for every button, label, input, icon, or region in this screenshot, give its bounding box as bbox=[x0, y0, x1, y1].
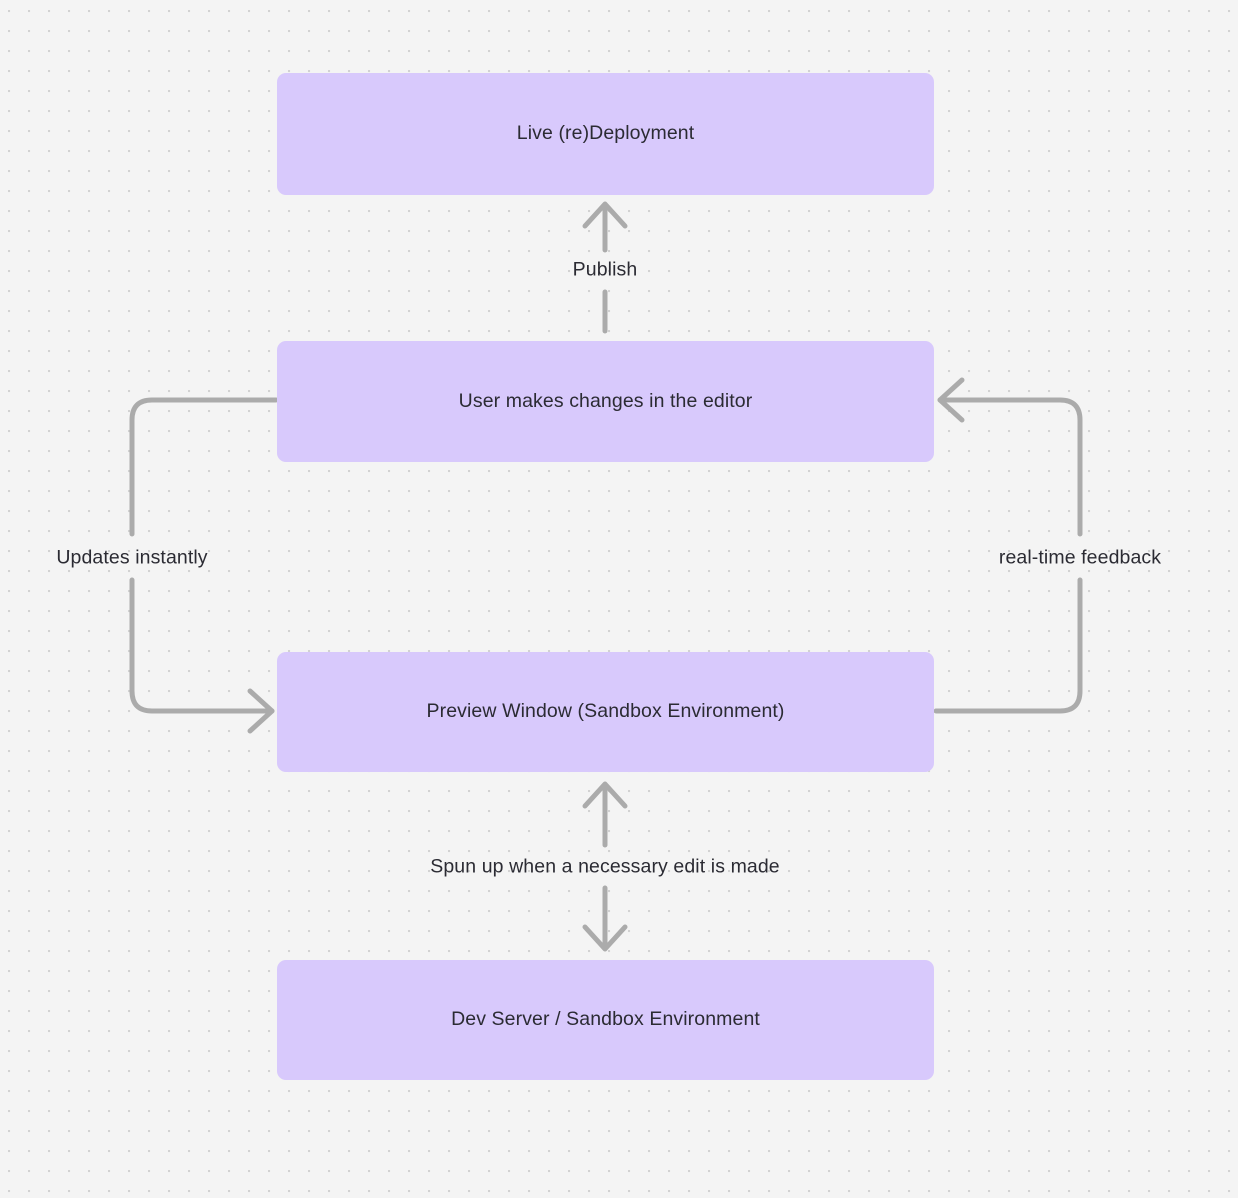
edge-label-spun-up: Spun up when a necessary edit is made bbox=[430, 855, 780, 878]
edge-real-time-feedback-segment-upper bbox=[937, 397, 1083, 537]
edge-real-time-feedback-segment-lower bbox=[933, 577, 1083, 714]
edge-label-real-time-feedback: real-time feedback bbox=[998, 546, 1162, 569]
node-dev-server-label: Dev Server / Sandbox Environment bbox=[451, 1008, 760, 1031]
node-user-edits[interactable]: User makes changes in the editor bbox=[277, 341, 934, 462]
edge-real-time-feedback-arrowhead-left bbox=[937, 377, 965, 423]
edge-spun-up-arrowhead-up bbox=[582, 781, 628, 809]
edge-updates-instantly-arrowhead-right bbox=[247, 688, 275, 734]
node-live-deployment-label: Live (re)Deployment bbox=[516, 122, 695, 145]
node-dev-server[interactable]: Dev Server / Sandbox Environment bbox=[277, 960, 934, 1080]
edge-label-publish: Publish bbox=[572, 258, 638, 281]
edge-updates-instantly-segment-lower bbox=[129, 577, 275, 714]
node-preview-window[interactable]: Preview Window (Sandbox Environment) bbox=[277, 652, 934, 772]
edge-spun-up-arrowhead-down bbox=[582, 924, 628, 952]
node-user-edits-label: User makes changes in the editor bbox=[458, 389, 753, 412]
node-preview-window-label: Preview Window (Sandbox Environment) bbox=[426, 700, 785, 723]
edge-updates-instantly-segment-upper bbox=[129, 397, 279, 537]
edge-label-updates-instantly: Updates instantly bbox=[56, 546, 208, 569]
node-live-deployment[interactable]: Live (re)Deployment bbox=[277, 73, 934, 195]
edge-real-time-feedback bbox=[933, 377, 1083, 714]
edge-publish-arrowhead-up bbox=[582, 201, 628, 229]
